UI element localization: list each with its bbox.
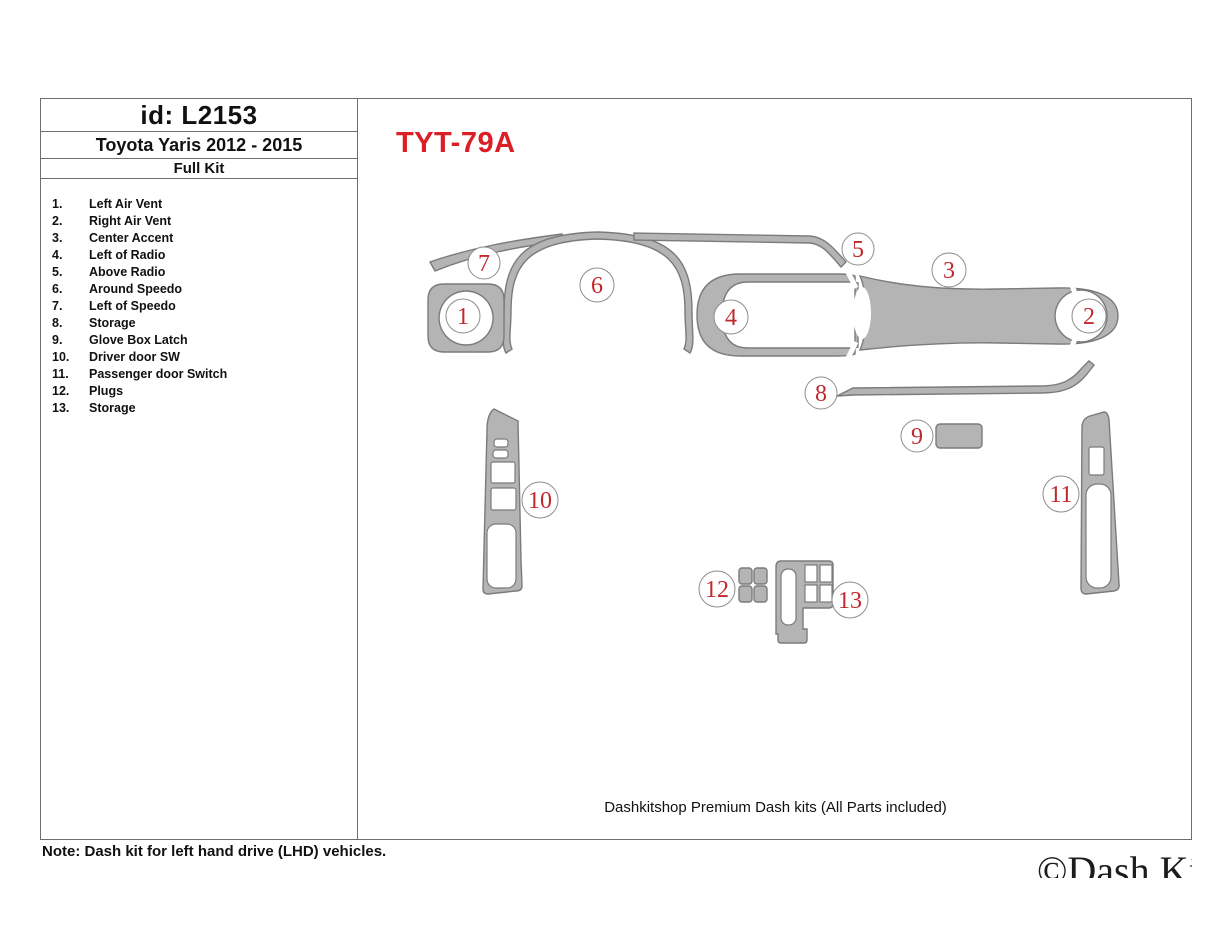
part-name: Plugs [89, 384, 124, 398]
part-name: Glove Box Latch [89, 333, 188, 347]
part-row: 12. Plugs [41, 383, 357, 400]
part-number: 9. [52, 333, 63, 347]
part-number: 5. [52, 265, 63, 279]
watermark-text: ©Dash Kit Shop [1037, 851, 1192, 878]
part-row: 2. Right Air Vent [41, 213, 357, 230]
part-row: 9. Glove Box Latch [41, 332, 357, 349]
part-name: Left of Speedo [89, 299, 176, 313]
part-row: 6. Around Speedo [41, 281, 357, 298]
part-number: 4. [52, 248, 63, 262]
part-row: 1. Left Air Vent [41, 196, 357, 213]
kit-type: Full Kit [41, 159, 357, 179]
diagram-panel: TYT-79A Dashkitshop Premium Dash kits (A… [358, 99, 1193, 839]
part-name: Around Speedo [89, 282, 183, 296]
part-number: 6. [52, 282, 63, 296]
part-name: Left Air Vent [89, 197, 163, 211]
part-name: Above Radio [89, 265, 166, 279]
part-name: Storage [89, 401, 136, 415]
kit-id: id: L2153 [41, 99, 357, 132]
part-number: 8. [52, 316, 63, 330]
watermark: ©Dash Kit Shop [1037, 851, 1192, 878]
part-name: Center Accent [89, 231, 174, 245]
part-name: Left of Radio [89, 248, 166, 262]
part-row: 7. Left of Speedo [41, 298, 357, 315]
part-name: Driver door SW [89, 350, 180, 364]
lhd-note: Note: Dash kit for left hand drive (LHD)… [42, 843, 387, 860]
vehicle-name: Toyota Yaris 2012 - 2015 [41, 132, 357, 159]
part-number: 2. [52, 214, 63, 228]
part-number: 1. [52, 197, 63, 211]
parts-panel: id: L2153 Toyota Yaris 2012 - 2015 Full … [41, 99, 358, 839]
kit-code: TYT-79A [396, 127, 516, 159]
part-row: 3. Center Accent [41, 230, 357, 247]
parts-list: 1. Left Air Vent 2. Right Air Vent 3. Cente… [41, 196, 357, 417]
part-name: Right Air Vent [89, 214, 172, 228]
spec-sheet-box: id: L2153 Toyota Yaris 2012 - 2015 Full … [40, 98, 1192, 840]
part-name: Passenger door Switch [89, 367, 228, 381]
part-row: 10. Driver door SW [41, 349, 357, 366]
part-row: 4. Left of Radio [41, 247, 357, 264]
caption-text: Dashkitshop Premium Dash kits (All Parts… [604, 799, 947, 816]
part-number: 3. [52, 231, 63, 245]
part-row: 5. Above Radio [41, 264, 357, 281]
part-number: 11. [52, 367, 69, 381]
part-row: 8. Storage [41, 315, 357, 332]
part-name: Storage [89, 316, 136, 330]
part-number: 12. [52, 384, 70, 398]
part-number: 13. [52, 401, 70, 415]
part-row: 11. Passenger door Switch [41, 366, 357, 383]
part-number: 7. [52, 299, 63, 313]
part-number: 10. [52, 350, 70, 364]
part-row: 13. Storage [41, 400, 357, 417]
